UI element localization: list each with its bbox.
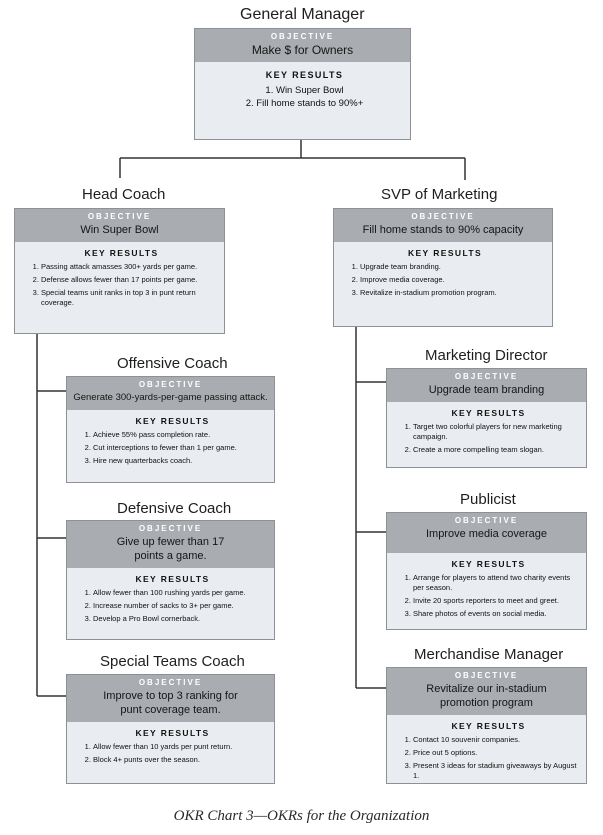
role-marketing-director: Marketing Director bbox=[425, 347, 548, 364]
key-results-list: Achieve 55% pass completion rate. Cut in… bbox=[79, 430, 266, 466]
key-result: Develop a Pro Bowl cornerback. bbox=[93, 614, 266, 624]
key-result: Improve media coverage. bbox=[360, 275, 544, 285]
key-result: Arrange for players to attend two charit… bbox=[413, 573, 578, 593]
key-result: Create a more compelling team slogan. bbox=[413, 445, 578, 455]
key-results-section: KEY RESULTS Allow fewer than 100 rushing… bbox=[67, 568, 274, 631]
objective-header: OBJECTIVE bbox=[454, 671, 519, 680]
key-results-header: KEY RESULTS bbox=[135, 574, 210, 584]
objective-header: OBJECTIVE bbox=[454, 516, 519, 525]
okr-card-defensive-coach: OBJECTIVE Give up fewer than 17 points a… bbox=[66, 520, 275, 640]
key-results-section: KEY RESULTS Allow fewer than 10 yards pe… bbox=[67, 722, 274, 772]
key-results-header: KEY RESULTS bbox=[135, 416, 210, 426]
key-results-section: KEY RESULTS Passing attack amasses 300+ … bbox=[15, 242, 224, 315]
objective-band: OBJECTIVE Give up fewer than 17 points a… bbox=[67, 521, 274, 568]
role-special-teams-coach: Special Teams Coach bbox=[100, 653, 245, 670]
okr-card-offensive-coach: OBJECTIVE Generate 300-yards-per-game pa… bbox=[66, 376, 275, 483]
key-result: Target two colorful players for new mark… bbox=[413, 422, 578, 442]
objective-band: OBJECTIVE Improve to top 3 ranking for p… bbox=[67, 675, 274, 722]
objective-header: OBJECTIVE bbox=[454, 372, 519, 381]
objective-text: Generate 300-yards-per-game passing atta… bbox=[73, 392, 268, 403]
objective-text: Improve to top 3 ranking for punt covera… bbox=[103, 690, 238, 716]
okr-card-head-coach: OBJECTIVE Win Super Bowl KEY RESULTS Pas… bbox=[14, 208, 225, 334]
key-results-list: 1. Win Super Bowl 2. Fill home stands to… bbox=[207, 84, 402, 110]
key-results-section: KEY RESULTS Achieve 55% pass completion … bbox=[67, 410, 274, 473]
key-result: 2. Fill home stands to 90%+ bbox=[245, 98, 364, 109]
objective-text: Revitalize our in-stadium promotion prog… bbox=[426, 683, 547, 709]
key-result: Share photos of events on social media. bbox=[413, 609, 578, 619]
objective-text: Make $ for Owners bbox=[251, 43, 354, 57]
objective-band: OBJECTIVE Improve media coverage bbox=[387, 513, 586, 553]
objective-band: OBJECTIVE Upgrade team branding bbox=[387, 369, 586, 402]
role-merchandise-manager: Merchandise Manager bbox=[414, 646, 564, 663]
objective-header: OBJECTIVE bbox=[411, 212, 475, 221]
key-results-header: KEY RESULTS bbox=[407, 248, 483, 258]
key-results-section: KEY RESULTS 1. Win Super Bowl 2. Fill ho… bbox=[195, 62, 410, 114]
objective-band: OBJECTIVE Make $ for Owners bbox=[195, 29, 410, 62]
objective-band: OBJECTIVE Fill home stands to 90% capaci… bbox=[334, 209, 552, 242]
key-result: Hire new quarterbacks coach. bbox=[93, 456, 266, 466]
objective-text: Improve media coverage bbox=[425, 528, 548, 540]
key-result: Achieve 55% pass completion rate. bbox=[93, 430, 266, 440]
objective-text: Give up fewer than 17 points a game. bbox=[116, 536, 225, 562]
key-result: Special teams unit ranks in top 3 in pun… bbox=[41, 288, 216, 308]
figure-caption: OKR Chart 3—OKRs for the Organization bbox=[173, 808, 430, 824]
okr-card-publicist: OBJECTIVE Improve media coverage KEY RES… bbox=[386, 512, 587, 630]
okr-card-merchandise-manager: OBJECTIVE Revitalize our in-stadium prom… bbox=[386, 667, 587, 784]
okr-card-special-teams-coach: OBJECTIVE Improve to top 3 ranking for p… bbox=[66, 674, 275, 784]
okr-card-svp-marketing: OBJECTIVE Fill home stands to 90% capaci… bbox=[333, 208, 553, 327]
key-results-list: Contact 10 souvenir companies. Price out… bbox=[399, 735, 578, 781]
key-results-section: KEY RESULTS Upgrade team branding. Impro… bbox=[334, 242, 552, 305]
key-result: Passing attack amasses 300+ yards per ga… bbox=[41, 262, 216, 272]
key-result: 1. Win Super Bowl bbox=[265, 85, 344, 96]
key-results-list: Target two colorful players for new mark… bbox=[399, 422, 578, 455]
key-results-list: Allow fewer than 10 yards per punt retur… bbox=[79, 742, 266, 765]
objective-header: OBJECTIVE bbox=[138, 380, 203, 389]
key-results-header: KEY RESULTS bbox=[265, 70, 344, 80]
key-result: Allow fewer than 10 yards per punt retur… bbox=[93, 742, 266, 752]
key-results-section: KEY RESULTS Contact 10 souvenir companie… bbox=[387, 715, 586, 788]
key-result: Upgrade team branding. bbox=[360, 262, 544, 272]
key-result: Contact 10 souvenir companies. bbox=[413, 735, 578, 745]
okr-card-general-manager: OBJECTIVE Make $ for Owners KEY RESULTS … bbox=[194, 28, 411, 140]
key-result: Invite 20 sports reporters to meet and g… bbox=[413, 596, 578, 606]
role-head-coach: Head Coach bbox=[82, 186, 166, 203]
objective-text: Upgrade team branding bbox=[428, 384, 545, 396]
role-publicist: Publicist bbox=[460, 491, 516, 508]
objective-band: OBJECTIVE Revitalize our in-stadium prom… bbox=[387, 668, 586, 715]
key-results-list: Arrange for players to attend two charit… bbox=[399, 573, 578, 619]
role-general-manager: General Manager bbox=[240, 6, 365, 23]
key-result: Cut interceptions to fewer than 1 per ga… bbox=[93, 443, 266, 453]
okr-card-marketing-director: OBJECTIVE Upgrade team branding KEY RESU… bbox=[386, 368, 587, 468]
key-results-header: KEY RESULTS bbox=[451, 559, 526, 569]
key-results-list: Upgrade team branding. Improve media cov… bbox=[346, 262, 544, 298]
key-results-header: KEY RESULTS bbox=[451, 408, 526, 418]
objective-text: Fill home stands to 90% capacity bbox=[362, 224, 524, 236]
objective-band: OBJECTIVE Win Super Bowl bbox=[15, 209, 224, 242]
objective-text: Win Super Bowl bbox=[80, 224, 159, 236]
key-results-header: KEY RESULTS bbox=[84, 248, 159, 258]
key-result: Increase number of sacks to 3+ per game. bbox=[93, 601, 266, 611]
role-offensive-coach: Offensive Coach bbox=[117, 355, 228, 372]
objective-header: OBJECTIVE bbox=[87, 212, 152, 221]
key-results-list: Passing attack amasses 300+ yards per ga… bbox=[27, 262, 216, 308]
key-results-section: KEY RESULTS Target two colorful players … bbox=[387, 402, 586, 462]
key-result: Price out 5 options. bbox=[413, 748, 578, 758]
key-results-list: Allow fewer than 100 rushing yards per g… bbox=[79, 588, 266, 624]
key-result: Revitalize in-stadium promotion program. bbox=[360, 288, 544, 298]
key-results-header: KEY RESULTS bbox=[451, 721, 526, 731]
role-defensive-coach: Defensive Coach bbox=[117, 500, 232, 517]
key-result: Allow fewer than 100 rushing yards per g… bbox=[93, 588, 266, 598]
objective-header: OBJECTIVE bbox=[138, 524, 203, 533]
objective-header: OBJECTIVE bbox=[270, 32, 335, 41]
key-result: Block 4+ punts over the season. bbox=[93, 755, 266, 765]
key-result: Defense allows fewer than 17 points per … bbox=[41, 275, 216, 285]
key-results-header: KEY RESULTS bbox=[135, 728, 210, 738]
role-svp-marketing: SVP of Marketing bbox=[381, 186, 498, 203]
key-results-section: KEY RESULTS Arrange for players to atten… bbox=[387, 553, 586, 626]
objective-header: OBJECTIVE bbox=[138, 678, 203, 687]
key-result: Present 3 ideas for stadium giveaways by… bbox=[413, 761, 578, 781]
objective-band: OBJECTIVE Generate 300-yards-per-game pa… bbox=[67, 377, 274, 410]
